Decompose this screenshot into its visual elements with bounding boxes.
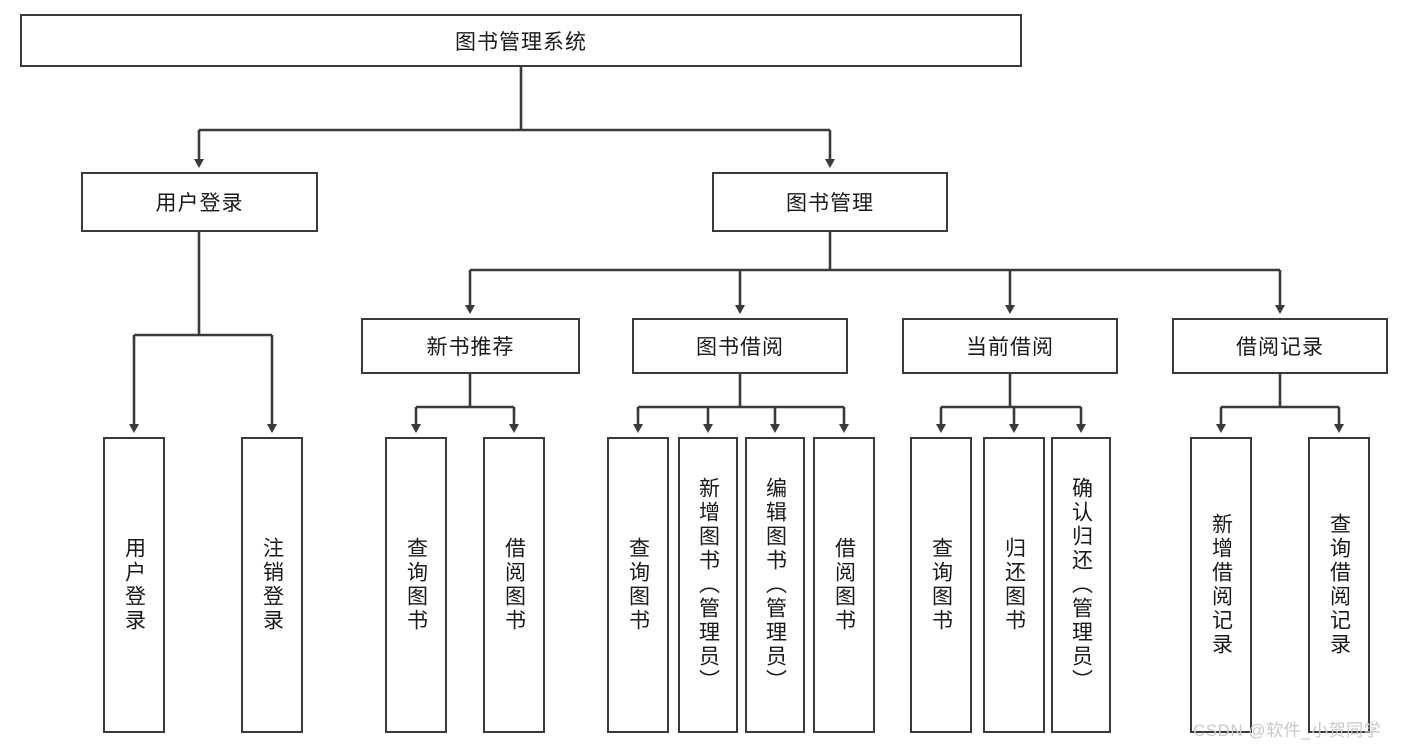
leaf-query-borrow-record[interactable]: 查询借阅记录 [1308,437,1370,733]
leaf-user-login[interactable]: 用户登录 [103,437,165,733]
leaf-query-borrow-record-label: 查询借阅记录 [1327,513,1351,657]
node-borrow-record-label: 借阅记录 [1236,336,1324,359]
leaf-query-book-new[interactable]: 查询图书 [385,437,447,733]
leaf-query-book-current[interactable]: 查询图书 [910,437,972,733]
leaf-confirm-return-admin-label: 确认归还（管理员） [1069,477,1093,693]
node-current-borrow-label: 当前借阅 [966,336,1054,359]
node-current-borrow[interactable]: 当前借阅 [902,318,1118,374]
leaf-add-borrow-record-label: 新增借阅记录 [1209,513,1233,657]
leaf-add-book-admin-label: 新增图书（管理员） [696,477,720,693]
leaf-add-borrow-record[interactable]: 新增借阅记录 [1190,437,1252,733]
leaf-query-book[interactable]: 查询图书 [607,437,669,733]
node-root[interactable]: 图书管理系统 [20,14,1022,67]
leaf-edit-book-admin[interactable]: 编辑图书（管理员） [745,437,805,733]
leaf-borrow-book-new[interactable]: 借阅图书 [483,437,545,733]
leaf-query-book-label: 查询图书 [626,537,650,633]
leaf-borrow-book-label: 借阅图书 [832,537,856,633]
node-user-login[interactable]: 用户登录 [81,172,318,232]
node-root-label: 图书管理系统 [455,30,587,54]
leaf-edit-book-admin-label: 编辑图书（管理员） [763,477,787,693]
node-book-manage-label: 图书管理 [786,192,874,215]
leaf-borrow-book-new-label: 借阅图书 [502,537,526,633]
node-new-book-recommend[interactable]: 新书推荐 [361,318,580,374]
leaf-confirm-return-admin[interactable]: 确认归还（管理员） [1051,437,1111,733]
leaf-logout-label: 注销登录 [260,537,284,633]
node-new-book-recommend-label: 新书推荐 [426,336,515,359]
leaf-query-book-current-label: 查询图书 [929,537,953,633]
leaf-logout[interactable]: 注销登录 [241,437,303,733]
node-book-manage[interactable]: 图书管理 [712,172,948,232]
node-book-borrow[interactable]: 图书借阅 [632,318,848,374]
node-user-login-label: 用户登录 [155,192,244,215]
leaf-borrow-book[interactable]: 借阅图书 [813,437,875,733]
leaf-add-book-admin[interactable]: 新增图书（管理员） [678,437,738,733]
leaf-return-book-label: 归还图书 [1002,537,1026,633]
node-borrow-record[interactable]: 借阅记录 [1172,318,1388,374]
leaf-return-book[interactable]: 归还图书 [983,437,1045,733]
node-book-borrow-label: 图书借阅 [696,336,784,359]
watermark: CSDN @软件_小贺同学 [1193,721,1382,740]
leaf-query-book-new-label: 查询图书 [404,537,428,633]
leaf-user-login-label: 用户登录 [122,537,146,633]
